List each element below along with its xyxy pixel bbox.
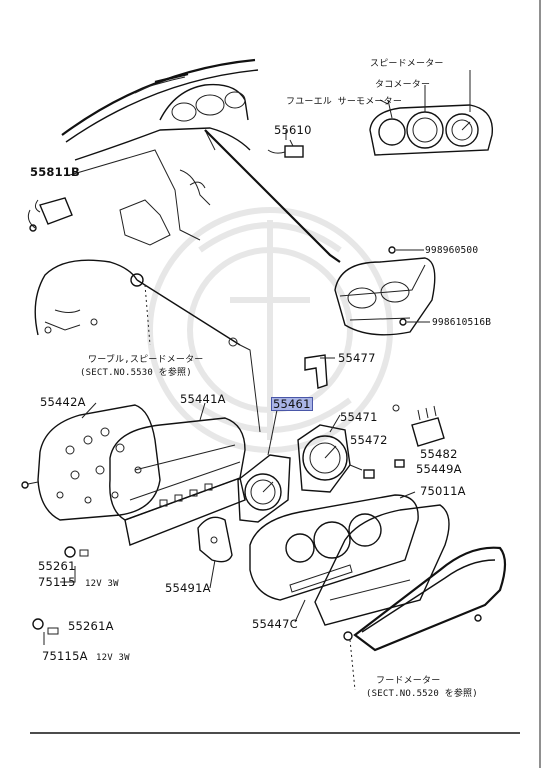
- label-part-55610: 55610: [274, 123, 312, 137]
- label-part-55471: 55471: [340, 410, 378, 424]
- label-tachometer-jp: タコメーター: [375, 80, 431, 90]
- part-55441a-case: [109, 417, 246, 546]
- cluster-preview: [369, 70, 494, 156]
- glass-lens: [314, 504, 450, 626]
- label-sect-5530: (SECT.NO.5530 を参照): [80, 368, 192, 378]
- label-part-55477: 55477: [338, 351, 376, 365]
- label-part-75115: 75115: [38, 575, 76, 589]
- label-part-55811b: 55811B: [30, 165, 80, 179]
- label-part-55441a: 55441A: [180, 392, 226, 406]
- small-parts: [349, 404, 445, 479]
- label-sect-5520: (SECT.NO.5520 を参照): [366, 689, 478, 699]
- label-cable-speedometer-jp: ワーブル,スピードメーター: [88, 355, 204, 365]
- label-part-55447c: 55447C: [252, 617, 298, 631]
- meter-hood: [334, 246, 436, 336]
- label-part-55261: 55261: [38, 559, 76, 573]
- label-part-55461-highlighted: 55461: [271, 397, 313, 411]
- speedometer-cable: [34, 259, 261, 433]
- label-part-55482: 55482: [420, 447, 458, 461]
- label-part-75011a: 75011A: [420, 484, 466, 498]
- label-speedometer-jp: スピードメーター: [370, 59, 444, 69]
- part-55442a-circuit: [21, 404, 161, 521]
- part-55491a-plate: [197, 516, 233, 563]
- label-part-75115a: 75115A: [42, 649, 88, 663]
- label-bulb-12v-3w: 12V 3W: [85, 579, 119, 589]
- label-part-998610516b: 998610516B: [432, 317, 492, 328]
- label-bulb-12v-3w-2: 12V 3W: [96, 653, 130, 663]
- watermark-emblem: [147, 207, 393, 453]
- part-55461-dial: [237, 404, 291, 523]
- label-part-55472: 55472: [350, 433, 388, 447]
- label-part-998960500: 998960500: [425, 245, 479, 256]
- leader-lines: [81, 99, 416, 623]
- part-55477-bracket: [304, 354, 328, 389]
- label-part-55449a: 55449A: [416, 462, 462, 476]
- part-75011a-frame: [249, 494, 419, 601]
- dashboard-outline: [61, 58, 341, 263]
- part-55811b-module: [27, 197, 73, 232]
- label-part-55491a: 55491A: [165, 581, 211, 595]
- label-fuel-thermometer-jp: フユーエル サーモメーター: [286, 97, 403, 107]
- part-55610-sensor: [267, 139, 304, 158]
- label-hood-meter-jp: フードメーター: [376, 676, 441, 686]
- label-part-55442a: 55442A: [40, 395, 86, 409]
- bulbs: [32, 546, 89, 645]
- label-part-55261a: 55261A: [68, 619, 114, 633]
- outer-visor: [343, 546, 507, 691]
